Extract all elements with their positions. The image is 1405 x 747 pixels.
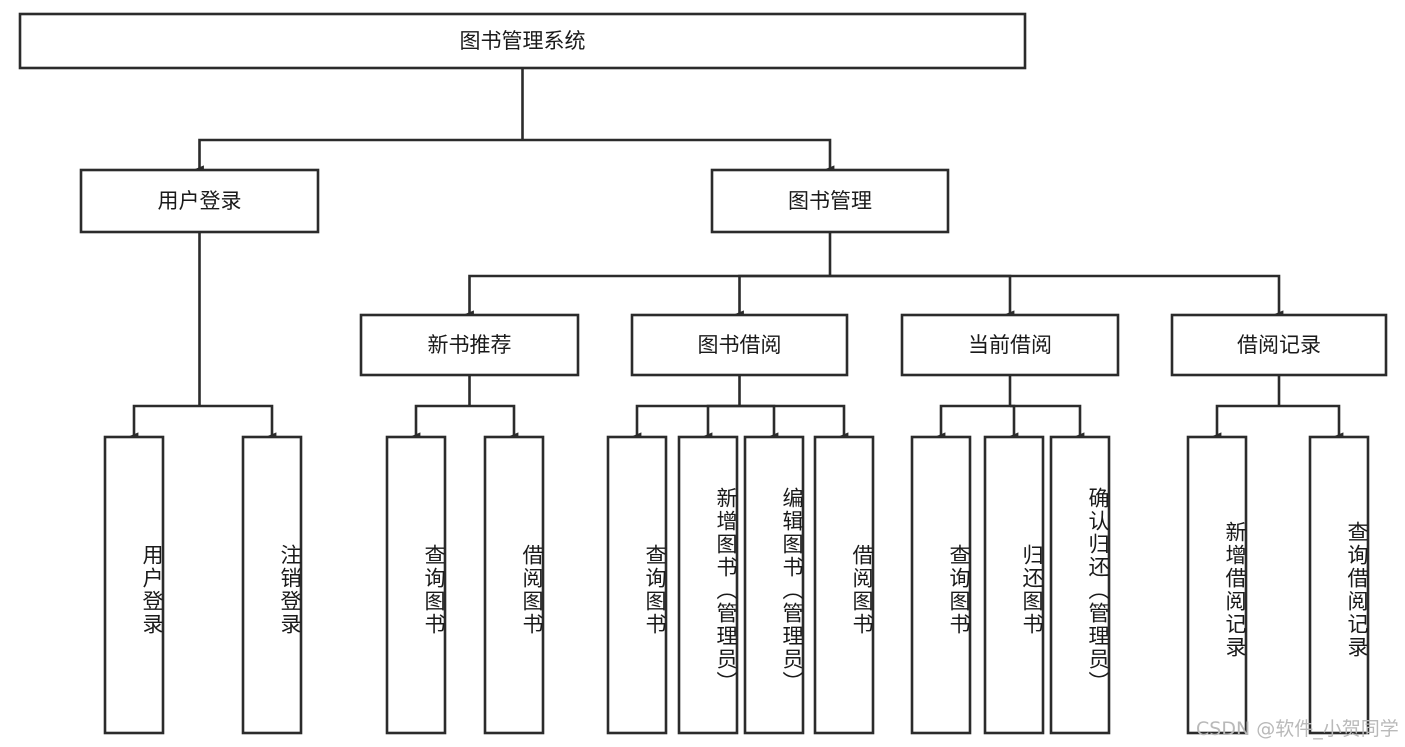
connector-root-to-level2-1	[522, 138, 835, 173]
node-root[interactable]	[18, 12, 1027, 70]
node-leaf-5[interactable]	[677, 435, 739, 735]
node-leaf-4[interactable]	[606, 435, 668, 735]
connector-layer	[129, 68, 1344, 440]
node-leaf-3[interactable]	[483, 435, 545, 735]
node-leaf-7[interactable]	[813, 435, 875, 735]
connector-level2-to-level3-3	[830, 274, 1284, 318]
connector-leaf-11	[1212, 404, 1279, 440]
node-leaf-1[interactable]	[241, 435, 303, 735]
node-leaf-0[interactable]	[103, 435, 165, 735]
connector-leaf-5	[703, 404, 740, 440]
connector-leaf-2	[411, 404, 470, 440]
node-leaf-12[interactable]	[1308, 435, 1370, 735]
node-level3-2[interactable]	[900, 313, 1120, 377]
node-level2-1[interactable]	[710, 168, 950, 234]
node-leaf-9[interactable]	[983, 435, 1045, 735]
node-level3-3[interactable]	[1170, 313, 1388, 377]
node-root-label: 图书管理系统	[460, 29, 586, 53]
node-level2-0[interactable]	[79, 168, 320, 234]
connector-leaf-1	[199, 404, 277, 440]
connector-leaf-3	[469, 404, 519, 440]
node-level3-0-label: 新书推荐	[428, 333, 512, 357]
node-leaf-11[interactable]	[1186, 435, 1248, 735]
connector-leaf-9	[1009, 404, 1019, 440]
csdn-watermark: CSDN @软件_小贺同学	[1196, 718, 1399, 740]
connector-level2-to-level3-0	[465, 274, 830, 318]
connector-leaf-4	[632, 404, 740, 440]
connector-leaf-12	[1279, 404, 1344, 440]
node-level3-3-label: 借阅记录	[1237, 333, 1321, 357]
node-level3-0[interactable]	[359, 313, 580, 377]
connector-root-to-level2-0	[195, 138, 523, 173]
connector-leaf-0	[129, 404, 200, 440]
node-leaf-2[interactable]	[385, 435, 447, 735]
node-level3-2-label: 当前借阅	[968, 333, 1052, 357]
connector-leaf-7	[739, 404, 849, 440]
node-leaf-10[interactable]	[1049, 435, 1111, 735]
node-leaf-8[interactable]	[910, 435, 972, 735]
connector-leaf-8	[936, 404, 1010, 440]
node-level3-1-label: 图书借阅	[698, 333, 782, 357]
node-leaf-6[interactable]	[743, 435, 805, 735]
node-level2-1-label: 图书管理	[788, 189, 872, 213]
node-level2-0-label: 用户登录	[158, 189, 242, 213]
connector-leaf-10	[1010, 404, 1085, 440]
connector-level2-to-level3-2	[830, 274, 1015, 318]
connector-leaf-6	[739, 404, 779, 440]
connector-level2-to-level3-1	[735, 274, 830, 318]
node-level3-1[interactable]	[630, 313, 849, 377]
